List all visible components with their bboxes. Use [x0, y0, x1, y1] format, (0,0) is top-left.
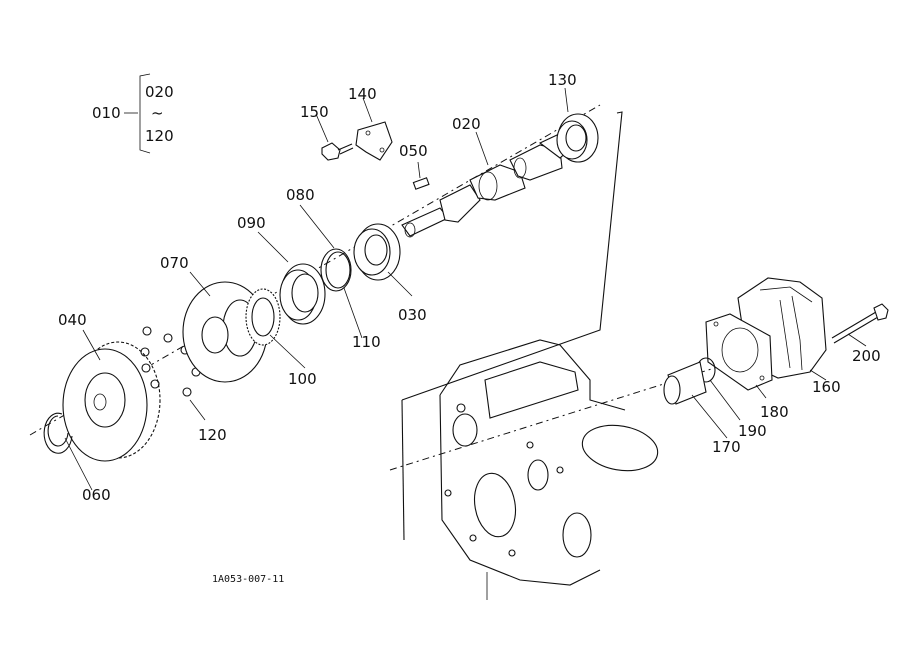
- drawing-id: 1A053-007-11: [212, 574, 284, 585]
- callout-040: 040: [58, 311, 87, 329]
- assembly-label: 010: [92, 104, 121, 122]
- assembly-bracket: 010 020 ~ 120: [92, 73, 174, 154]
- part-020-camshaft: [401, 127, 581, 238]
- part-100-bearing: [245, 288, 281, 346]
- callout-050: 050: [399, 142, 428, 160]
- callout-150: 150: [300, 103, 329, 121]
- part-030-bearing: [353, 223, 401, 281]
- leader-lines: [64, 87, 867, 491]
- callout-200: 200: [852, 347, 881, 365]
- callout-080: 080: [286, 186, 315, 204]
- assembly-range-tilde: ~: [151, 104, 164, 122]
- callout-labels: 040 060 070 090 080 100 110 030 050 020 …: [58, 71, 881, 504]
- callout-130: 130: [548, 71, 577, 89]
- callout-140: 140: [348, 85, 377, 103]
- part-150-bolt: [321, 142, 354, 161]
- callout-180: 180: [760, 403, 789, 421]
- callout-030: 030: [398, 306, 427, 324]
- callout-100: 100: [288, 370, 317, 388]
- callout-060: 060: [82, 486, 111, 504]
- part-090-bearing: [279, 263, 326, 325]
- part-040-gear: [62, 341, 161, 462]
- part-130-bearing: [556, 113, 599, 163]
- callout-120: 120: [198, 426, 227, 444]
- callout-160: 160: [812, 378, 841, 396]
- gear-case: [401, 111, 659, 600]
- assembly-range-end: 120: [145, 127, 174, 145]
- callout-190: 190: [738, 422, 767, 440]
- callout-020: 020: [452, 115, 481, 133]
- part-060-circlip: [43, 412, 73, 454]
- part-050-key: [412, 177, 430, 190]
- part-200-bolt: [831, 303, 889, 344]
- callout-090: 090: [237, 214, 266, 232]
- part-080-snap-ring: [320, 248, 352, 292]
- callout-110: 110: [352, 333, 381, 351]
- assembly-range-start: 020: [145, 83, 174, 101]
- part-180-gasket: [705, 313, 773, 391]
- callout-170: 170: [712, 438, 741, 456]
- callout-070: 070: [160, 254, 189, 272]
- part-170-sleeve: [663, 361, 707, 405]
- part-140-stopper: [355, 121, 393, 161]
